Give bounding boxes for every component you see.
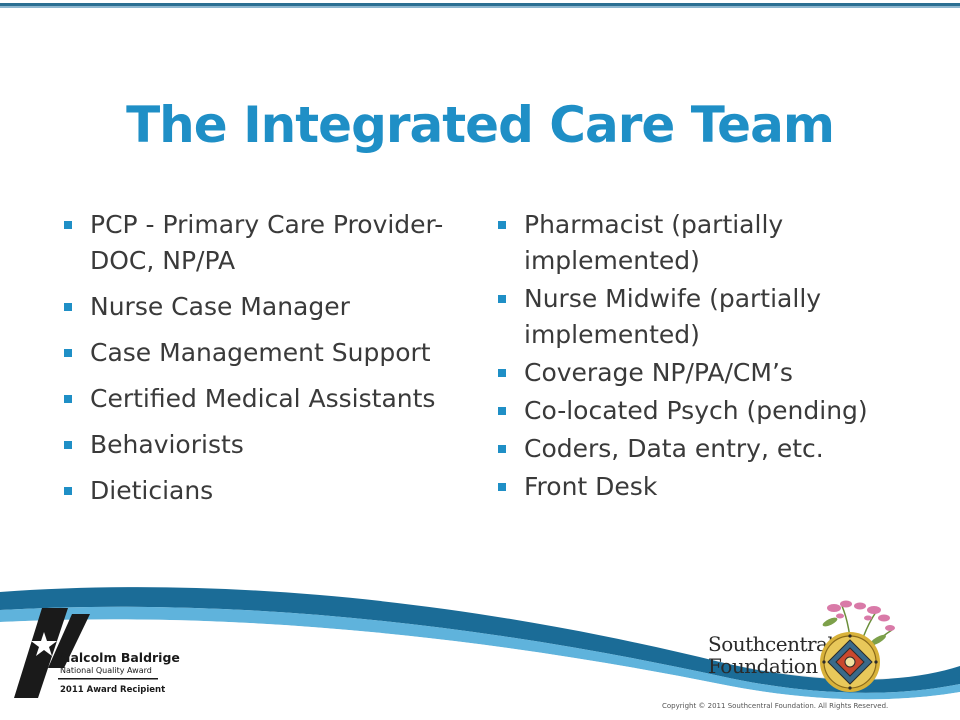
square-bullet-icon bbox=[64, 221, 72, 229]
organization-name: Southcentral Foundation bbox=[708, 632, 834, 678]
list-item: Front Desk bbox=[498, 469, 918, 505]
list-item-text: Co-located Psych (pending) bbox=[524, 396, 868, 425]
list-item-text: Front Desk bbox=[524, 472, 658, 501]
square-bullet-icon bbox=[64, 303, 72, 311]
list-item-text: Pharmacist (partially implemented) bbox=[524, 210, 784, 275]
square-bullet-icon bbox=[64, 349, 72, 357]
list-item-text: Coverage NP/PA/CM’s bbox=[524, 358, 793, 387]
square-bullet-icon bbox=[498, 483, 506, 491]
square-bullet-icon bbox=[498, 445, 506, 453]
list-item: Dieticians bbox=[64, 473, 464, 509]
baldrige-name: Malcolm Baldrige bbox=[58, 650, 180, 665]
right-bullet-list: Pharmacist (partially implemented) Nurse… bbox=[498, 207, 918, 505]
square-bullet-icon bbox=[498, 369, 506, 377]
square-bullet-icon bbox=[498, 295, 506, 303]
list-item: Behaviorists bbox=[64, 427, 464, 463]
list-item: Coders, Data entry, etc. bbox=[498, 431, 918, 467]
baldrige-award: National Quality Award bbox=[60, 666, 152, 675]
square-bullet-icon bbox=[498, 407, 506, 415]
list-item-text: Behaviorists bbox=[90, 430, 244, 459]
list-item: Nurse Midwife (partially implemented) bbox=[498, 281, 918, 353]
list-item-text: PCP - Primary Care Provider-DOC, NP/PA bbox=[90, 210, 444, 275]
square-bullet-icon bbox=[64, 395, 72, 403]
square-bullet-icon bbox=[64, 441, 72, 449]
list-item: PCP - Primary Care Provider-DOC, NP/PA bbox=[64, 207, 464, 279]
left-bullet-list: PCP - Primary Care Provider-DOC, NP/PA N… bbox=[64, 207, 464, 509]
list-item-text: Nurse Midwife (partially implemented) bbox=[524, 284, 822, 349]
baldrige-recipient: 2011 Award Recipient bbox=[60, 685, 165, 695]
list-item: Certified Medical Assistants bbox=[64, 381, 464, 417]
list-item: Co-located Psych (pending) bbox=[498, 393, 918, 429]
southcentral-foundation-emblem-icon bbox=[820, 600, 895, 692]
list-item-text: Certified Medical Assistants bbox=[90, 384, 436, 413]
list-item: Pharmacist (partially implemented) bbox=[498, 207, 918, 279]
top-border-line bbox=[0, 0, 960, 10]
copyright-text: Copyright © 2011 Southcentral Foundation… bbox=[662, 702, 889, 710]
list-item: Case Management Support bbox=[64, 335, 464, 371]
list-item-text: Case Management Support bbox=[90, 338, 431, 367]
organization-line1: Southcentral bbox=[708, 632, 834, 656]
footer-swoosh-graphic bbox=[0, 587, 960, 720]
square-bullet-icon bbox=[498, 221, 506, 229]
list-item-text: Dieticians bbox=[90, 476, 214, 505]
list-item: Coverage NP/PA/CM’s bbox=[498, 355, 918, 391]
slide-title: The Integrated Care Team bbox=[126, 96, 835, 154]
square-bullet-icon bbox=[64, 487, 72, 495]
list-item: Nurse Case Manager bbox=[64, 289, 464, 325]
organization-line2: Foundation bbox=[708, 654, 818, 678]
baldrige-star-logo-icon: Malcolm Baldrige National Quality Award … bbox=[14, 608, 180, 698]
list-item-text: Coders, Data entry, etc. bbox=[524, 434, 824, 463]
list-item-text: Nurse Case Manager bbox=[90, 292, 350, 321]
